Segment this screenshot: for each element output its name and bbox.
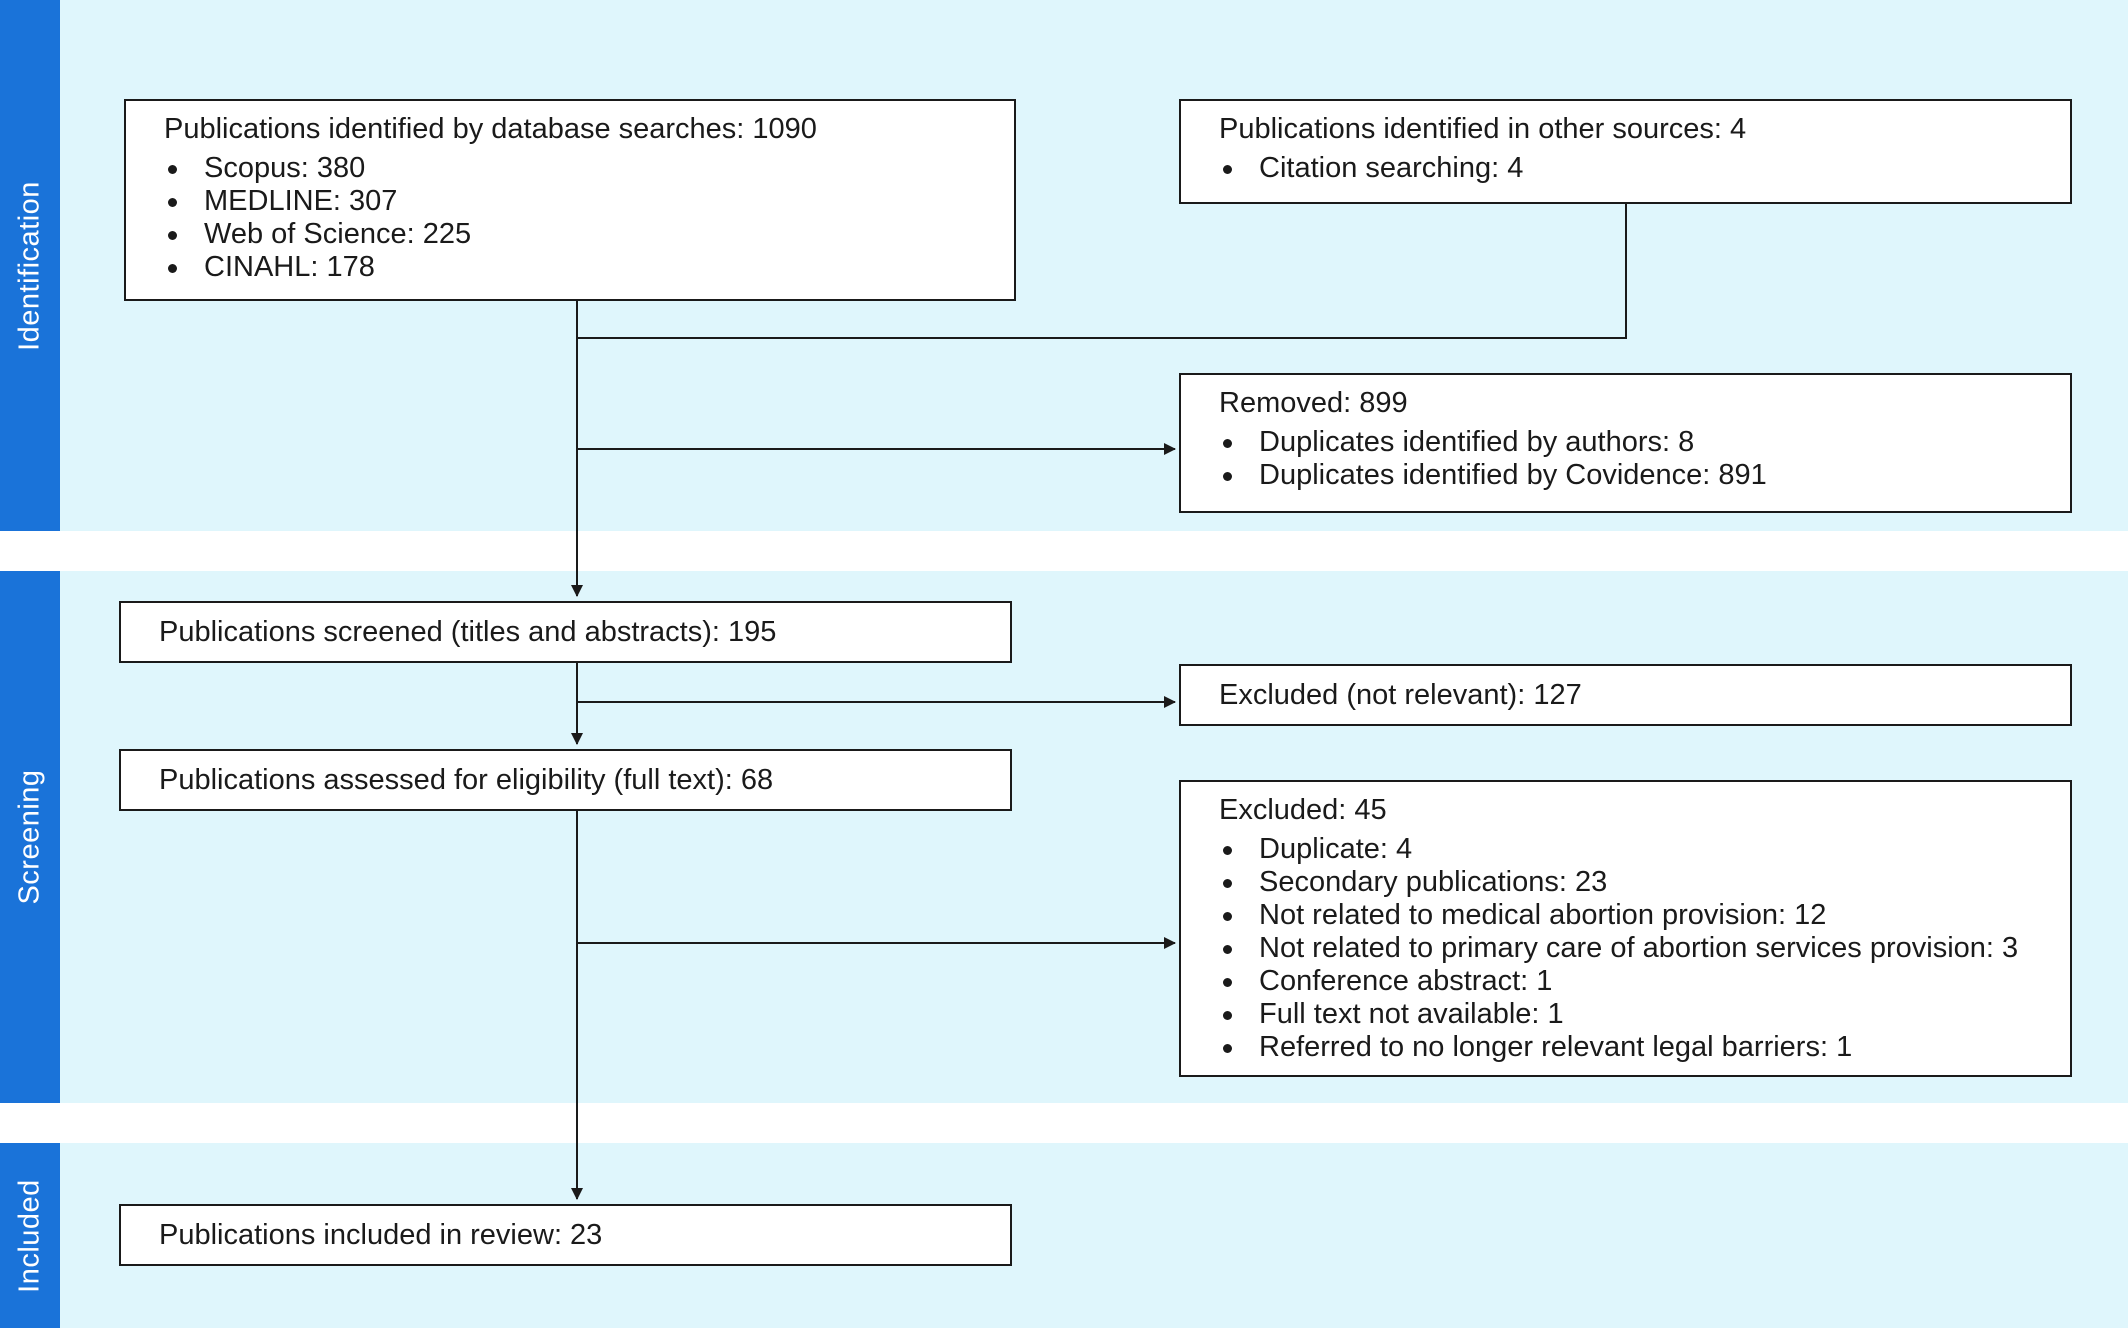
included-title: Publications included in review: 23 bbox=[159, 1218, 603, 1251]
list-item: Duplicates identified by Covidence: 891 bbox=[1219, 459, 2032, 492]
excluded-full-text-title: Excluded: 45 bbox=[1219, 794, 1387, 826]
list-item: Not related to medical abortion provisio… bbox=[1219, 899, 2032, 932]
assessed-box: Publications assessed for eligibility (f… bbox=[119, 749, 1012, 811]
excluded-full-text-box: Excluded: 45 Duplicate: 4 Secondary publ… bbox=[1179, 780, 2072, 1077]
included-box: Publications included in review: 23 bbox=[119, 1204, 1012, 1266]
included-stage-bar: Included bbox=[0, 1143, 60, 1328]
list-item: Duplicates identified by authors: 8 bbox=[1219, 426, 2032, 459]
excluded-not-relevant-title: Excluded (not relevant): 127 bbox=[1219, 678, 1582, 711]
excluded-not-relevant-box: Excluded (not relevant): 127 bbox=[1179, 664, 2072, 726]
identification-stage-label: Identification bbox=[13, 180, 46, 351]
list-item: CINAHL: 178 bbox=[164, 251, 976, 284]
database-searches-box: Publications identified by database sear… bbox=[124, 99, 1016, 301]
list-item: Web of Science: 225 bbox=[164, 218, 976, 251]
other-sources-title: Publications identified in other sources… bbox=[1219, 113, 1747, 145]
screening-stage-bar: Screening bbox=[0, 571, 60, 1103]
screened-box: Publications screened (titles and abstra… bbox=[119, 601, 1012, 663]
list-item: MEDLINE: 307 bbox=[164, 185, 976, 218]
assessed-title: Publications assessed for eligibility (f… bbox=[159, 763, 774, 796]
other-sources-box: Publications identified in other sources… bbox=[1179, 99, 2072, 204]
list-item: Secondary publications: 23 bbox=[1219, 866, 2032, 899]
identification-stage-bar: Identification bbox=[0, 0, 60, 531]
list-item: Not related to primary care of abortion … bbox=[1219, 932, 2032, 965]
list-item: Full text not available: 1 bbox=[1219, 998, 2032, 1031]
screening-stage-label: Screening bbox=[13, 769, 46, 905]
list-item: Citation searching: 4 bbox=[1219, 152, 2032, 185]
removed-title: Removed: 899 bbox=[1219, 387, 1408, 419]
list-item: Referred to no longer relevant legal bar… bbox=[1219, 1031, 2032, 1064]
database-searches-title: Publications identified by database sear… bbox=[164, 113, 817, 145]
list-item: Duplicate: 4 bbox=[1219, 833, 2032, 866]
removed-box: Removed: 899 Duplicates identified by au… bbox=[1179, 373, 2072, 513]
included-stage-label: Included bbox=[13, 1178, 46, 1293]
list-item: Conference abstract: 1 bbox=[1219, 965, 2032, 998]
screened-title: Publications screened (titles and abstra… bbox=[159, 615, 777, 648]
list-item: Scopus: 380 bbox=[164, 152, 976, 185]
